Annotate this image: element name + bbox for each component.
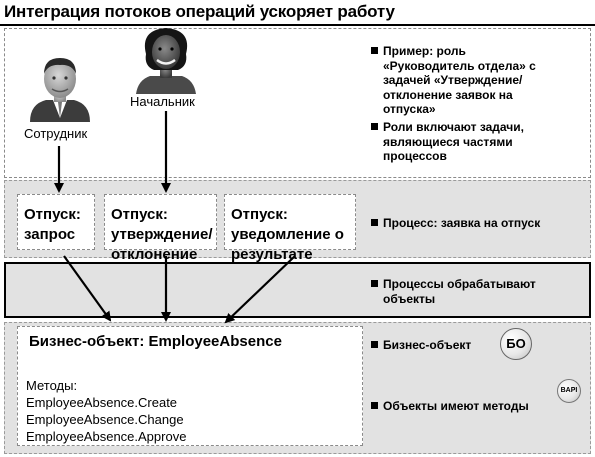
employee-portrait-icon [30,58,90,122]
manager-label: Начальник [130,94,195,109]
manager-portrait-icon [136,28,196,94]
employee-label: Сотрудник [24,126,88,141]
business-object-title: Бизнес-объект: EmployeeAbsence [29,333,282,350]
roles-region [4,28,591,178]
title-divider [0,24,595,26]
method-item: EmployeeAbsence.Approve [26,429,187,444]
methods-list: Методы: EmployeeAbsence.Create EmployeeA… [26,377,186,445]
step-approval: Отпуск:утверждение/отклонение [104,194,217,263]
method-item: EmployeeAbsence.Change [26,412,184,427]
methods-label: Методы: [26,378,78,393]
process-bullet: Процесс: заявка на отпуск [371,216,595,231]
bo-bullet: Бизнес-объект [371,338,503,353]
business-object-box: Бизнес-объект: EmployeeAbsence Методы: E… [17,326,363,446]
bo-badge-icon: БО [500,328,532,360]
bapi-badge-icon: BAPI [557,379,581,403]
arrow-notification-to-object [224,255,296,324]
methods-bullet: Объекты имеют методы [371,399,563,414]
page-title: Интеграция потоков операций ускоряет раб… [4,2,395,21]
step-request: Отпуск:запрос [17,194,95,250]
method-item: EmployeeAbsence.Create [26,395,178,410]
arrow-request-to-object [63,255,112,322]
